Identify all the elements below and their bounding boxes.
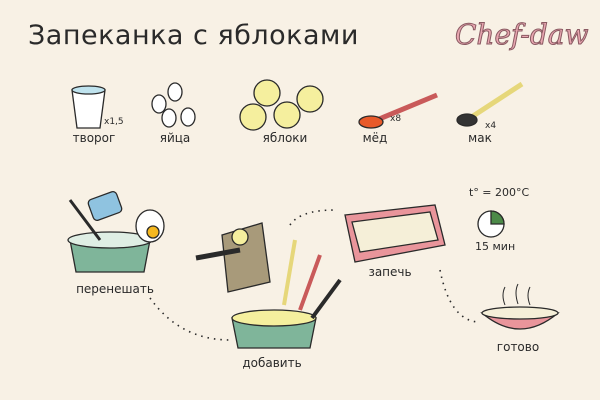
timer-icon — [477, 210, 505, 238]
step-label: перенешать — [76, 282, 154, 296]
step-label: запечь — [368, 265, 412, 279]
ingredient-label: яйца — [159, 131, 191, 145]
ingredient-qty: x8 — [390, 114, 402, 124]
chef-daw-logo: Chef-daw — [454, 18, 589, 52]
eggs-icon — [151, 82, 196, 128]
ingredient-label: творог — [72, 131, 116, 145]
step-label: добавить — [242, 356, 302, 370]
ingredient-qty: x4 — [485, 121, 497, 131]
ingredient-label: яблоки — [262, 131, 308, 145]
mixing-pot-icon — [67, 191, 165, 273]
apples-icon — [239, 79, 324, 131]
bake-temperature: t° = 200°C — [469, 186, 530, 199]
recipe-title: Запеканка с яблоками — [28, 20, 359, 51]
finished-dish-icon — [480, 283, 560, 330]
flow-arrows — [149, 209, 479, 341]
ingredient-label: мак — [468, 131, 492, 145]
bake-time: 15 мин — [475, 240, 516, 253]
cottage-cheese-glass-icon — [71, 85, 106, 129]
adding-pot-icon — [231, 239, 342, 349]
baking-dish-icon — [344, 204, 446, 263]
cutting-board-icon — [195, 222, 271, 293]
poppy-seed-spoon-icon — [456, 81, 524, 127]
ingredient-qty: x1,5 — [104, 117, 124, 127]
step-label: готово — [496, 340, 540, 354]
ingredient-label: мёд — [362, 131, 388, 145]
honey-spoon-icon — [358, 92, 438, 129]
